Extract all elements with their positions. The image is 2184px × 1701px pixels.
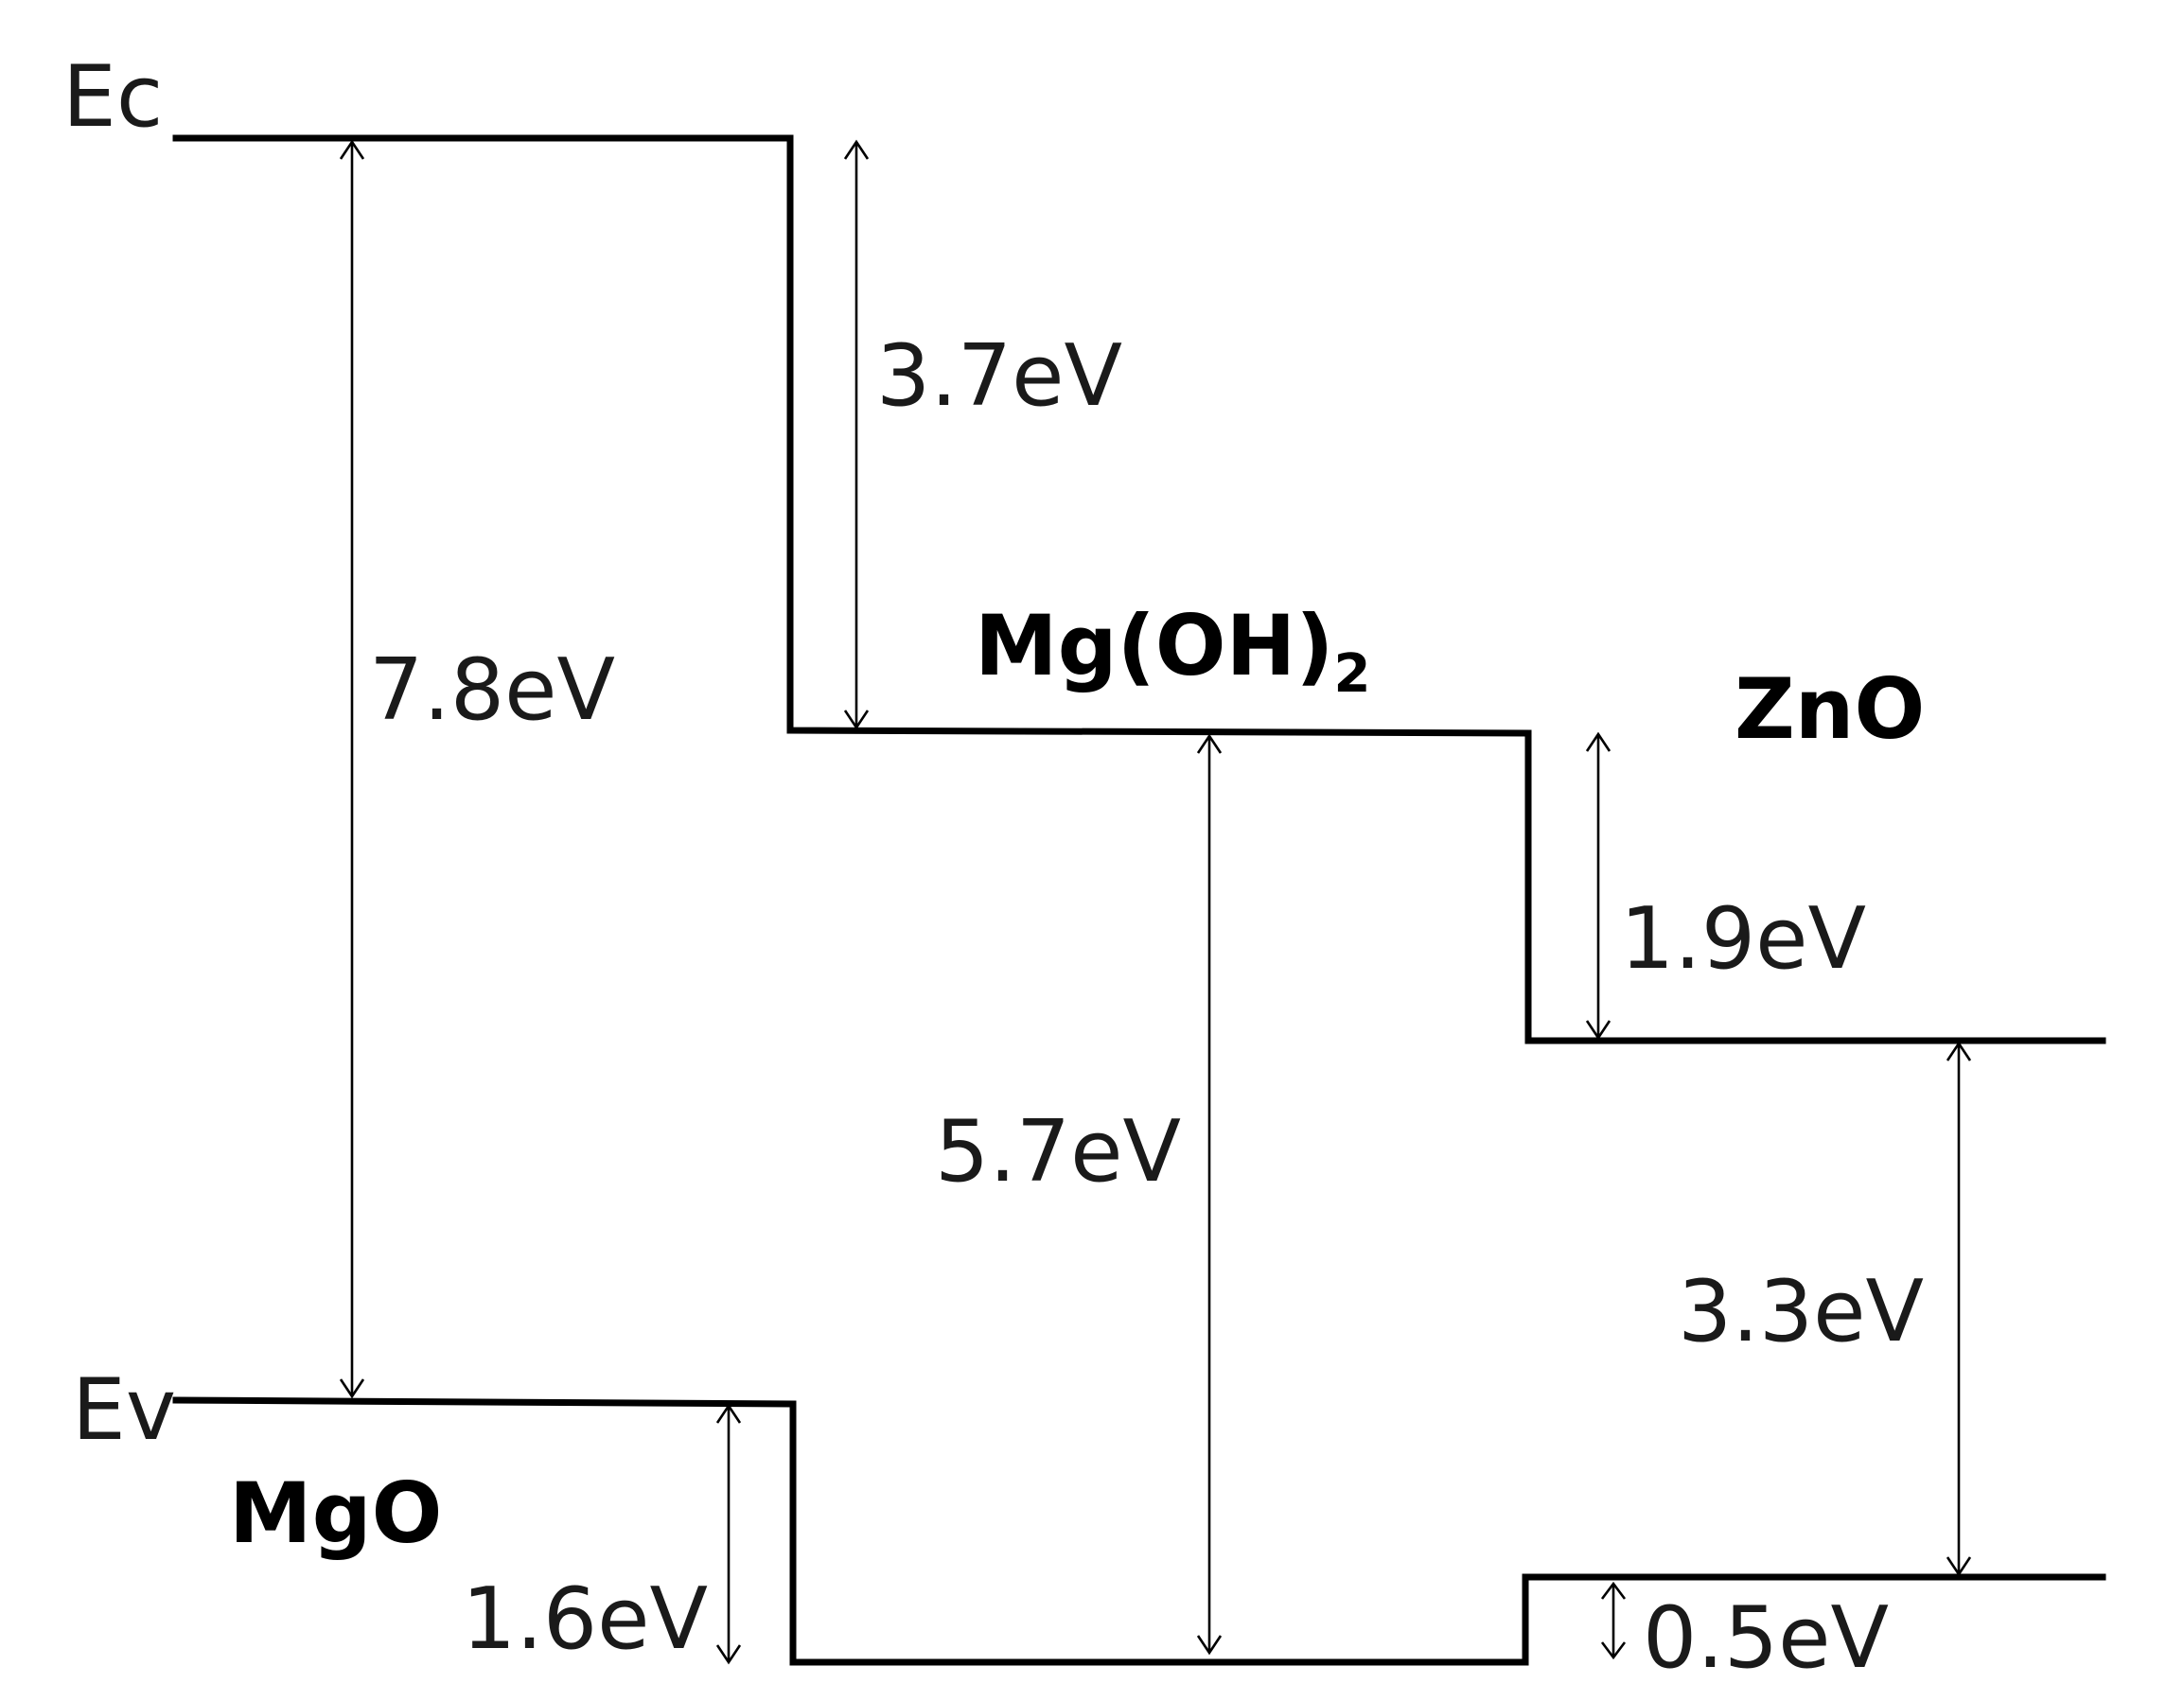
cb-offset-mgoh2-zno-label: 1.9eV xyxy=(1620,889,1866,989)
cb-offset-mgo-mgoh2-label: 3.7eV xyxy=(876,326,1122,426)
vb-offset-mgoh2-zno-label: 0.5eV xyxy=(1643,1588,1889,1688)
ec-label: Ec xyxy=(62,47,163,147)
valence-band-line xyxy=(172,1396,2106,1666)
cb-offset-mgo-mgoh2-arrow xyxy=(843,139,870,730)
zno-gap-arrow xyxy=(1946,1041,1972,1577)
conduction-band-line xyxy=(172,134,2106,1044)
cb-offset-mgoh2-zno-arrow xyxy=(1585,731,1612,1041)
vb-offset-mgoh2-zno-arrow xyxy=(1600,1581,1627,1660)
mgo-gap-arrow xyxy=(339,139,365,1399)
mgoh2-gap-arrow xyxy=(1196,733,1223,1656)
mgoh2-label-base: Mg(OH) xyxy=(975,597,1333,694)
mgo-gap-label: 7.8eV xyxy=(369,640,615,740)
mgoh2-label: Mg(OH)2 xyxy=(975,597,1370,705)
zno-label: ZnO xyxy=(1735,660,1925,758)
zno-gap-label: 3.3eV xyxy=(1678,1262,1924,1361)
ev-label: Ev xyxy=(72,1360,176,1460)
vb-offset-mgo-mgoh2-label: 1.6eV xyxy=(462,1569,708,1669)
mgoh2-gap-label: 5.7eV xyxy=(935,1102,1181,1201)
mgoh2-label-subscript: 2 xyxy=(1333,643,1370,705)
mgo-label: MgO xyxy=(229,1464,442,1562)
vb-offset-mgo-mgoh2-arrow xyxy=(715,1403,742,1665)
